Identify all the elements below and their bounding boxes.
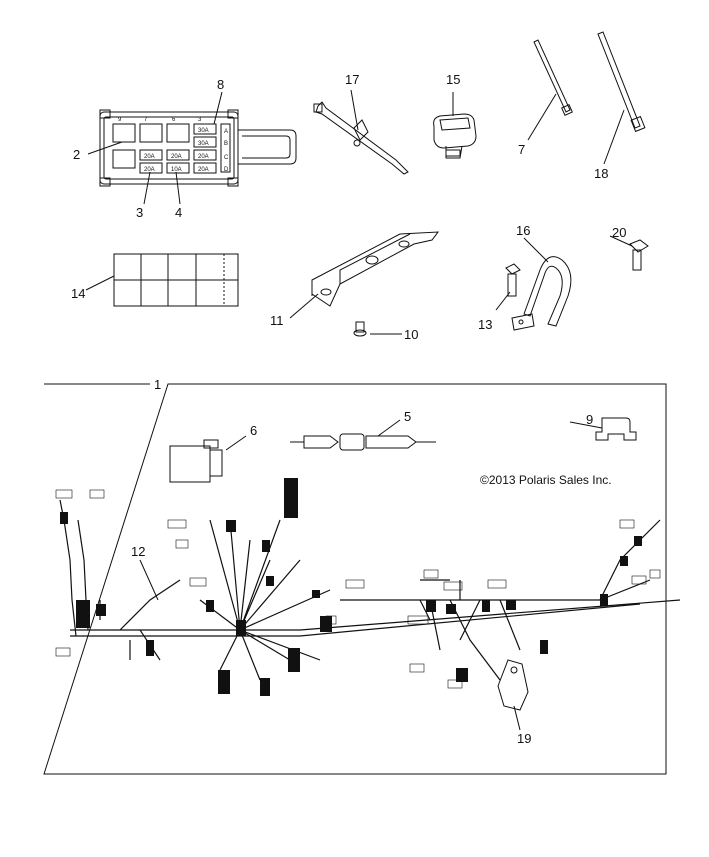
callout-3: 3 [136,205,144,220]
connector-9 [595,417,637,441]
cable-tie-18 [597,31,646,133]
harness-connectors [60,478,642,696]
callout-6: 6 [250,423,258,438]
bracket-11 [311,231,440,307]
fuse-row-marker: B [224,141,228,147]
fuse-rating: 20A [144,167,155,173]
fuse-rating: 20A [198,167,209,173]
fuse-row-marker: A [224,129,228,135]
fuse-col-marker: 9 [118,117,122,123]
callout-13: 13 [478,317,493,332]
fuse-rating: 30A [198,141,209,147]
callout-19: 19 [517,731,532,746]
copyright-notice: ©2013 Polaris Sales Inc. [480,473,612,487]
callout-5: 5 [404,409,412,424]
screw-10 [353,321,367,337]
callout-4: 4 [175,205,183,220]
callout-7: 7 [518,142,526,157]
fuse-rating: 20A [144,154,155,160]
fuse-col-marker: 7 [144,117,148,123]
bolt-13 [505,263,521,297]
clamp-16 [511,256,572,331]
fuse-label-decal [113,253,239,307]
callout-15: 15 [446,72,461,87]
fuse-box-labels: 9 7 6 3 A B C D 30A 30A 20A 20A 20A 20A … [118,117,229,173]
callout-1: 1 [154,377,162,392]
fuse-col-marker: 3 [198,117,202,123]
inline-fuse-holder-5 [290,433,436,451]
harness-tags [55,489,661,689]
callout-12: 12 [131,544,146,559]
callout-10: 10 [404,327,419,342]
fuse-rating: 20A [171,154,182,160]
connector-15 [433,113,477,159]
callout-9: 9 [586,412,594,427]
fuse-rating: 20A [198,154,209,160]
harness-frame [43,383,667,775]
callout-11: 11 [270,313,284,328]
fuse-row-marker: C [224,155,229,161]
fuse-rating: 30A [198,128,209,134]
fuse-col-marker: 6 [172,117,176,123]
callout-8: 8 [217,77,225,92]
callout-17: 17 [345,72,360,87]
cable-tie-7 [533,39,573,116]
bolt-20 [629,239,649,271]
fuse-row-marker: D [224,167,229,173]
cable-tie-mount [313,101,409,175]
callout-16: 16 [516,223,531,238]
callout-18: 18 [594,166,609,181]
callout-20: 20 [612,225,627,240]
callout-2: 2 [73,147,81,162]
callout-14: 14 [71,286,86,301]
connector-19 [497,659,529,711]
fuse-rating: 10A [171,167,182,173]
fuse-box [99,109,297,187]
connector-6 [169,439,223,483]
